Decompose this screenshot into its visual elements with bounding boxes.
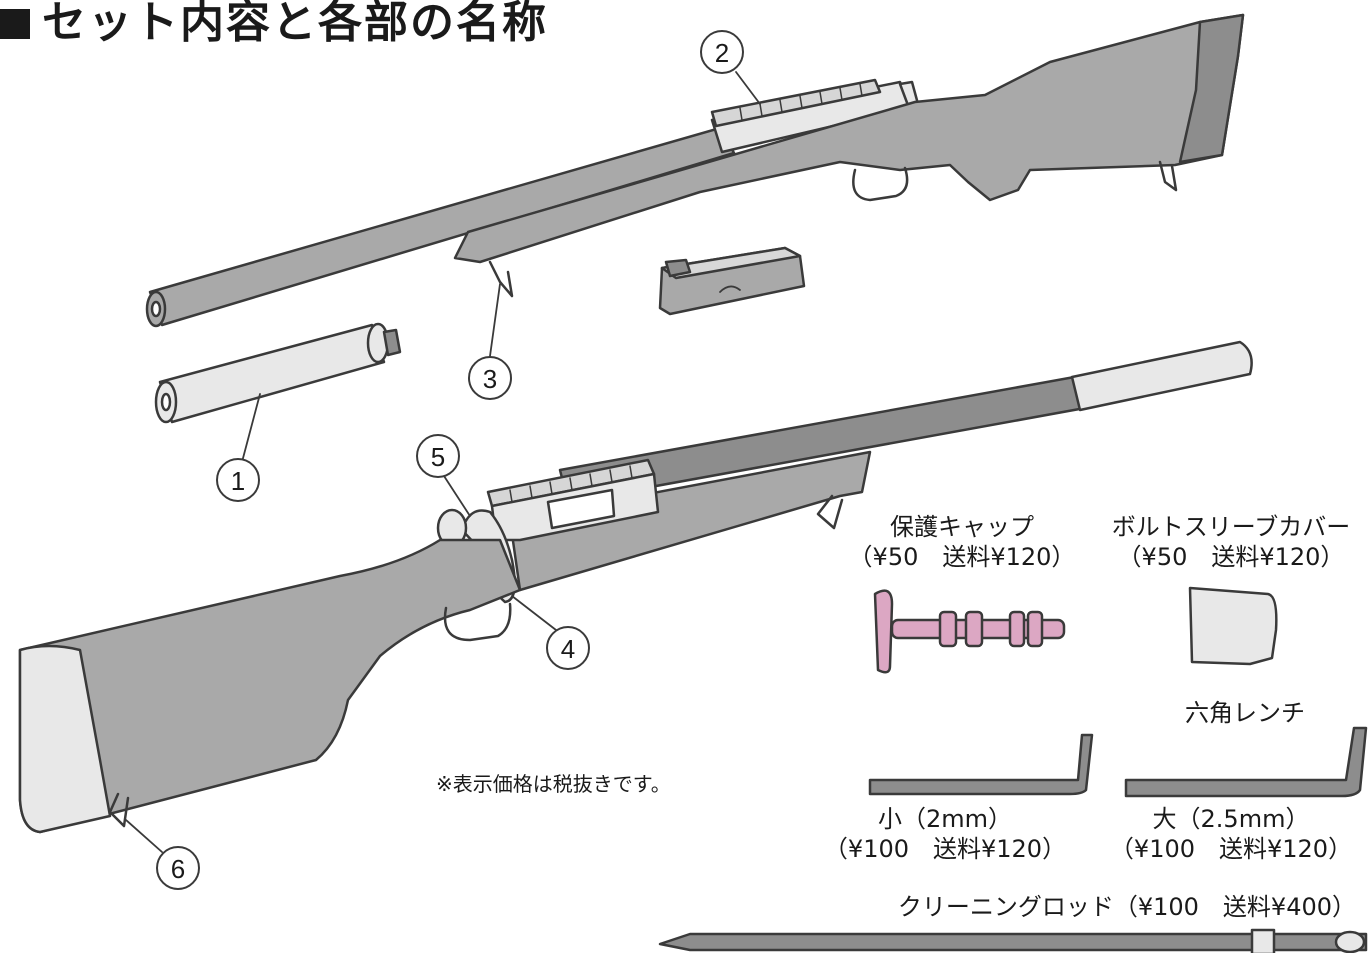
upper-rifle-sling-swivel-rear	[1158, 160, 1178, 192]
hex-wrench-small-price: （¥100 送料¥120）	[823, 835, 1067, 863]
hex-wrench-small-name: 小（2mm）	[877, 805, 1013, 833]
callout-6: 6	[171, 854, 185, 884]
title-mark-icon	[0, 9, 30, 39]
lower-rifle	[18, 340, 1253, 834]
page-title: セット内容と各部の名称	[0, 0, 548, 50]
upper-rifle-stock	[453, 13, 1245, 264]
cleaning-rod	[658, 928, 1368, 956]
callout-1: 1	[231, 466, 245, 496]
lower-rifle-trigger-guard	[443, 602, 512, 642]
lower-rifle-buttpad	[18, 644, 112, 834]
suppressor-thread	[382, 328, 402, 357]
tax-note: ※表示価格は税抜きです。	[436, 772, 671, 796]
magazine	[658, 246, 806, 316]
protective-cap	[873, 589, 1066, 674]
hex-wrench-large-price: （¥100 送料¥120）	[1109, 835, 1353, 863]
bolt-sleeve-cover-name: ボルトスリーブカバー	[1111, 513, 1351, 541]
callout-3: 3	[483, 364, 497, 394]
protective-cap-label: 保護キャップ （¥50 送料¥120）	[842, 512, 1082, 572]
lower-rifle-stock	[508, 450, 872, 592]
bolt-sleeve-cover-label: ボルトスリーブカバー （¥50 送料¥120）	[1096, 512, 1366, 572]
hex-wrench-large	[1124, 726, 1368, 798]
upper-rifle-rail	[710, 78, 882, 128]
upper-rifle-sling-swivel-front	[488, 260, 514, 298]
suppressor-body	[158, 323, 386, 424]
hex-wrench-large-label: 大（2.5mm） （¥100 送料¥120）	[1096, 804, 1366, 864]
hex-wrench-large-name: 大（2.5mm）	[1152, 805, 1310, 833]
lower-rifle-barrel-tip	[1070, 340, 1253, 412]
page-title-text: セット内容と各部の名称	[42, 0, 548, 48]
bolt-sleeve-cover-price: （¥50 送料¥120）	[1117, 543, 1345, 571]
lower-rifle-sling-swivel-front	[816, 494, 844, 530]
upper-rifle-trigger-guard	[852, 166, 909, 202]
cleaning-rod-label: クリーニングロッド（¥100 送料¥400）	[897, 893, 1356, 921]
protective-cap-name: 保護キャップ	[890, 513, 1034, 541]
upper-rifle-buttpad	[1178, 13, 1245, 164]
suppressor	[154, 322, 402, 424]
hex-wrench-small-label: 小（2mm） （¥100 送料¥120）	[810, 804, 1080, 864]
hex-wrench-small	[868, 733, 1094, 796]
callout-5: 5	[431, 442, 445, 472]
bolt-sleeve-cover	[1188, 586, 1278, 666]
hex-wrench-title: 六角レンチ	[1185, 699, 1305, 727]
lower-rifle-sling-swivel-rear	[108, 792, 130, 828]
callout-2: 2	[715, 38, 729, 68]
protective-cap-price: （¥50 送料¥120）	[848, 543, 1076, 571]
upper-rifle-barrel	[148, 126, 736, 327]
upper-rifle	[145, 13, 1245, 328]
callout-4: 4	[561, 634, 575, 664]
